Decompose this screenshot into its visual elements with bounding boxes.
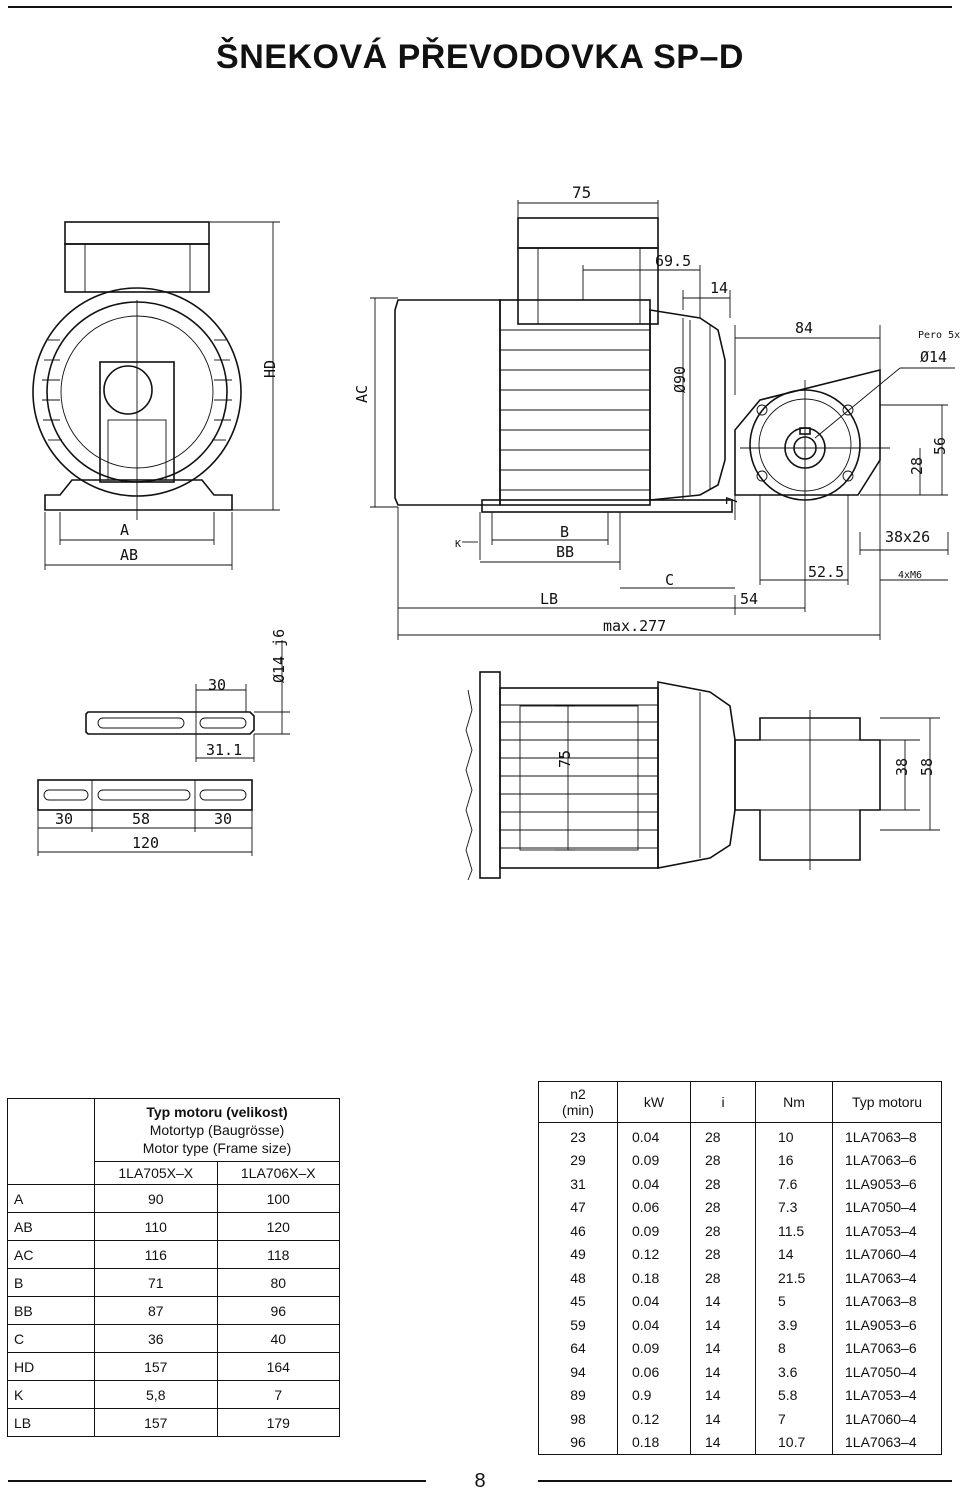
dim-84: 84 (795, 319, 813, 337)
dim-28: 28 (908, 457, 926, 475)
dim-b: B (560, 523, 569, 541)
dim-7: 7 (723, 496, 741, 505)
dim-a: A (120, 521, 129, 539)
dim-s120: 120 (132, 834, 159, 852)
page-number: 8 (474, 1470, 486, 1492)
dim-pero: Pero 5x5 (918, 330, 960, 341)
dim-75-side: 75 (556, 750, 574, 768)
table-header-row: n2(min) kW i Nm Typ motoru (538, 1081, 942, 1123)
dim-max277: max.277 (603, 617, 666, 635)
footer-rule-right (538, 1480, 952, 1482)
dim-s58: 58 (132, 810, 150, 828)
motor-dimension-table: Typ motoru (velikost) Motortyp (Baugröss… (7, 1098, 340, 1437)
dim-38: 38 (893, 758, 911, 776)
dim-lb: LB (540, 590, 558, 608)
dim-s30b: 30 (214, 810, 232, 828)
col-typ: Typ motoru (832, 1081, 942, 1123)
dim-56: 56 (931, 437, 949, 455)
key-detail: 30 58 30 120 (37, 779, 253, 856)
col-kw: kW (617, 1081, 691, 1123)
model-1: 1LA705X–X (94, 1161, 218, 1185)
col-nm: Nm (755, 1081, 833, 1123)
dim-hd: HD (261, 360, 279, 378)
dim-75-top: 75 (572, 183, 591, 202)
col-n2: n2(min) (538, 1081, 618, 1123)
dim-31-1: 31.1 (206, 741, 242, 759)
footer-rule-left (8, 1480, 426, 1482)
dim-ab: AB (120, 546, 138, 564)
table-header-row: Typ motoru (velikost) Motortyp (Baugröss… (7, 1098, 340, 1162)
col-i: i (690, 1081, 756, 1123)
dim-phi14j6: Ø14 j6 (270, 629, 288, 683)
dim-phi90: Ø90 (671, 366, 689, 393)
dim-k: K (455, 539, 461, 550)
dim-54: 54 (740, 590, 758, 608)
dim-52-5: 52.5 (808, 563, 844, 581)
dim-14: 14 (710, 279, 728, 297)
dim-38x26: 38x26 (885, 528, 930, 546)
dim-58: 58 (918, 758, 936, 776)
side-view-dimensions: 75 69.5 14 84 Pero 5x5 Ø14 AC Ø90 56 28 … (353, 183, 960, 640)
motor-models-row: 1LA705X–X 1LA706X–X (7, 1161, 340, 1185)
top-rule (8, 6, 952, 8)
plan-view (465, 671, 881, 881)
page-title: ŠNEKOVÁ PŘEVODOVKA SP–D (216, 38, 744, 76)
plan-view-dimensions: 75 38 58 (555, 705, 940, 851)
model-2: 1LA706X–X (216, 1161, 340, 1185)
shaft-detail: 30 Ø14 j6 31.1 (85, 629, 290, 762)
front-view (32, 221, 242, 520)
dim-4xm6: 4xM6 (898, 570, 922, 581)
dim-bb: BB (556, 543, 574, 561)
technical-drawing: HD A AB (32, 183, 960, 881)
header-line-2: Motortyp (Baugrösse) (149, 1122, 285, 1138)
front-view-dimensions: HD A AB (44, 221, 280, 570)
dim-phi14: Ø14 (920, 348, 947, 366)
dim-c: C (665, 571, 674, 589)
dim-30-shaft: 30 (208, 676, 226, 694)
dim-s30a: 30 (55, 810, 73, 828)
dim-69-5: 69.5 (655, 252, 691, 270)
dim-ac: AC (353, 385, 371, 403)
header-line-3: Motor type (Frame size) (142, 1140, 292, 1156)
side-view (394, 217, 890, 515)
header-line-1: Typ motoru (velikost) (146, 1104, 288, 1120)
